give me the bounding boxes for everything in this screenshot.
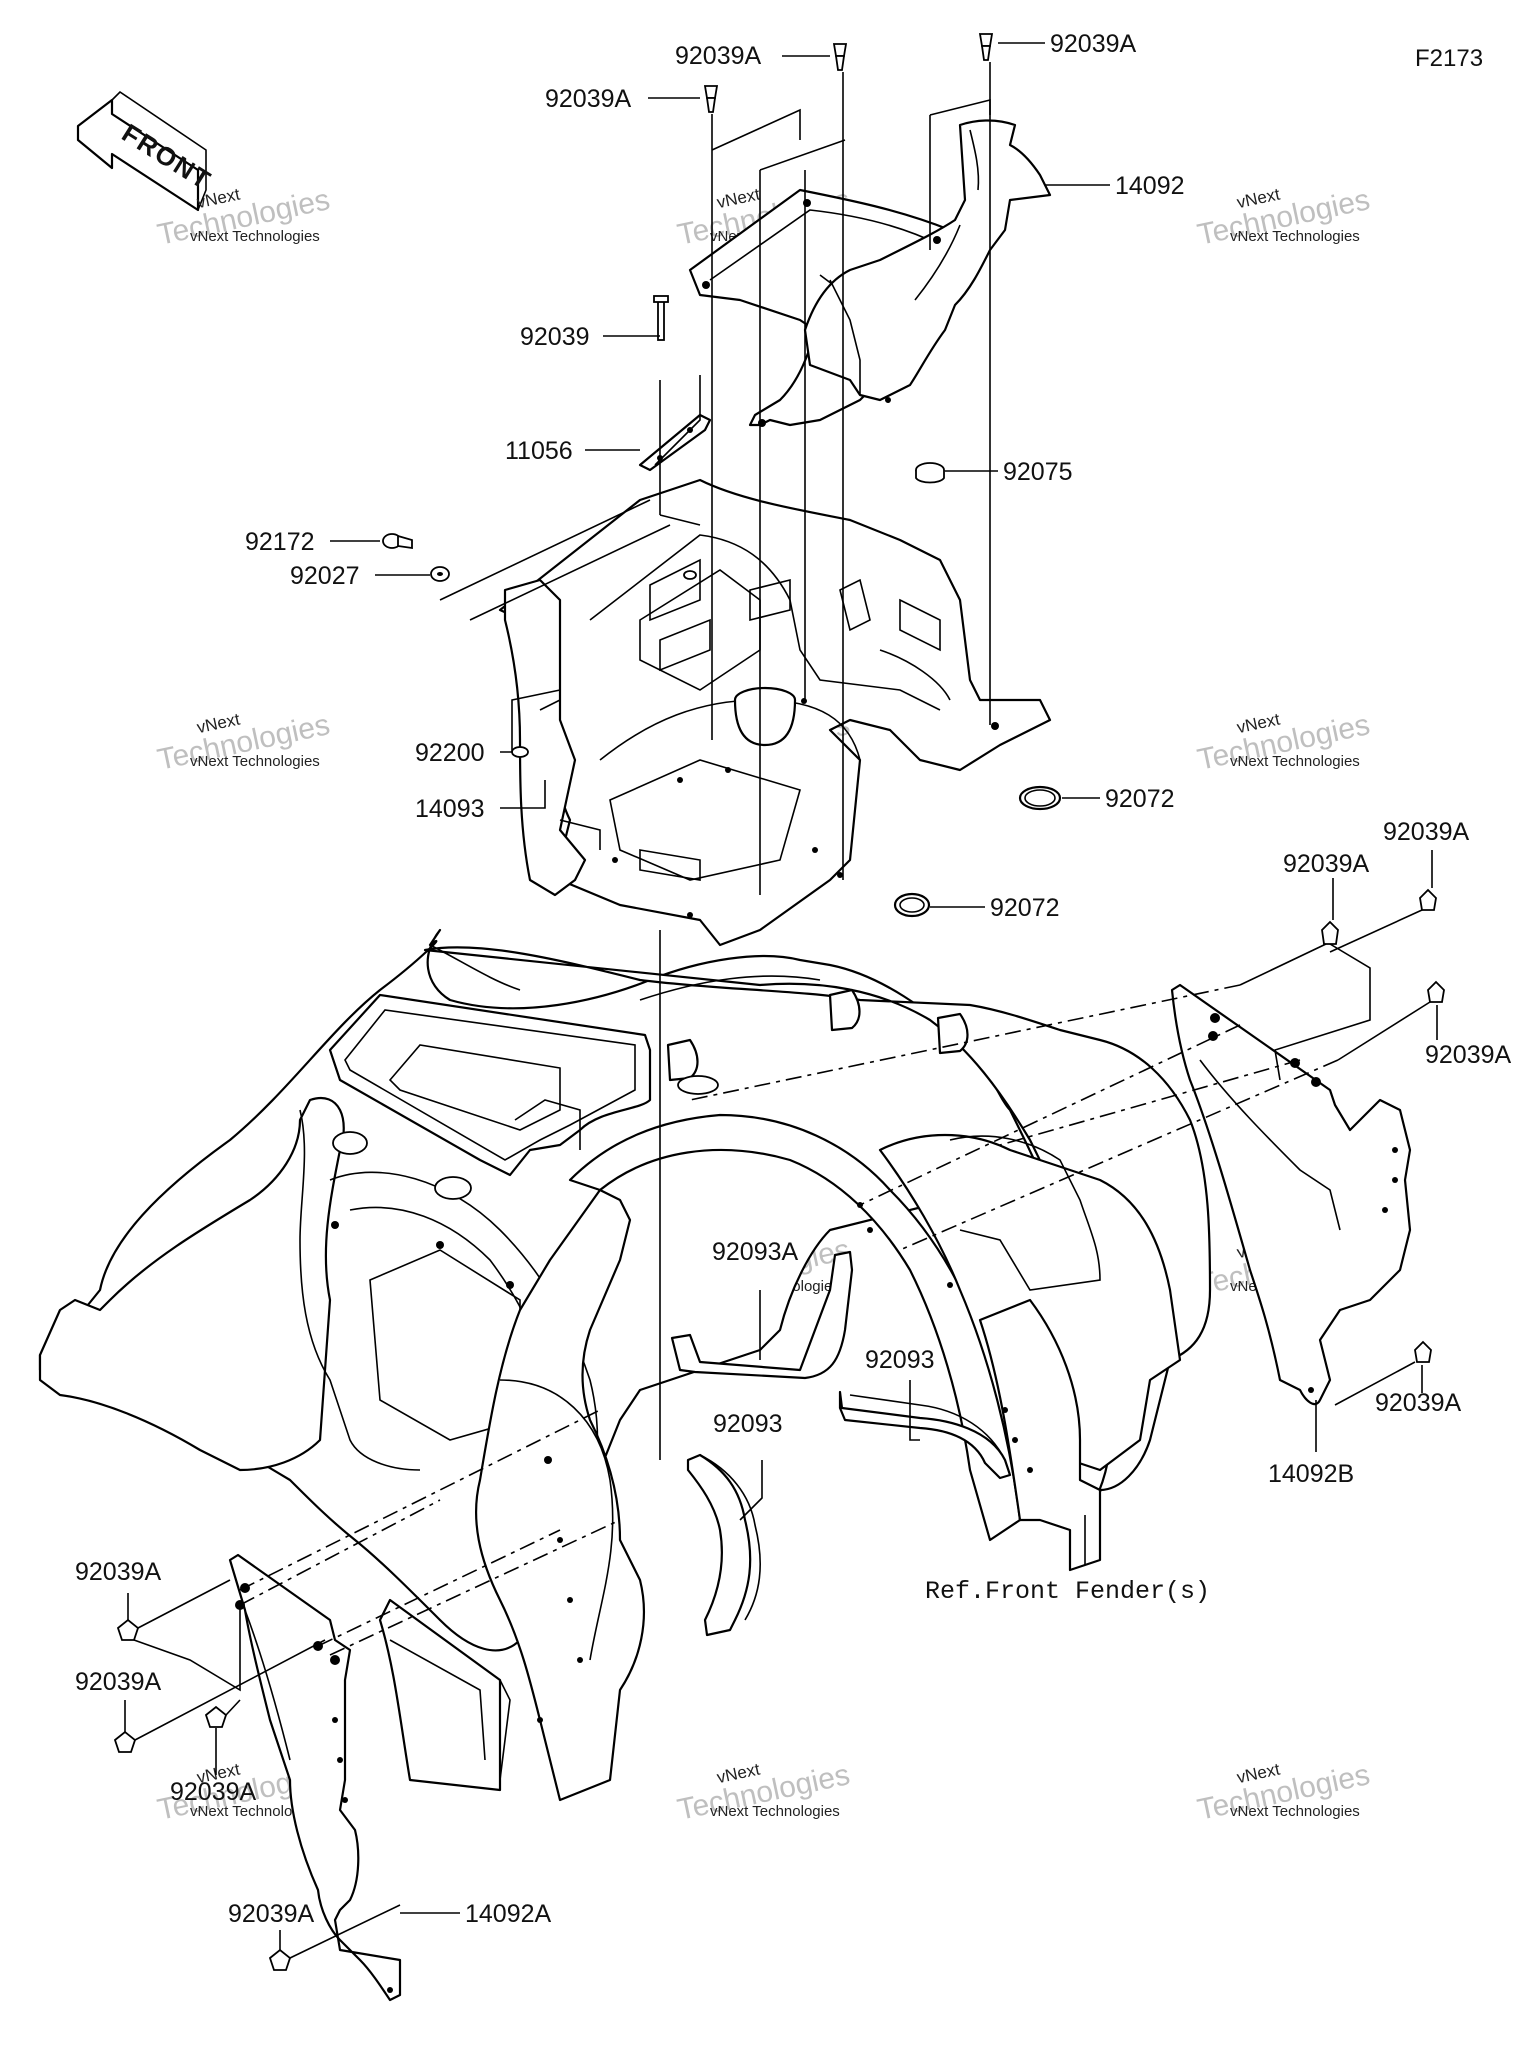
watermark-caption: vNext Technologies [1230, 1803, 1360, 1820]
watermark-caption: vNext Technologies [190, 1803, 320, 1820]
label-92039A-right-2: 92039A [1383, 818, 1470, 846]
label-92093-left: 92093 [713, 1410, 783, 1438]
label-14092: 14092 [1115, 172, 1185, 200]
front-arrow-icon: FRONT [76, 90, 217, 212]
diagram-code: F2173 [1415, 45, 1483, 72]
part-14093-inner-tray [498, 478, 1052, 947]
label-92039A-left-4: 92039A [228, 1900, 315, 1928]
screw-92039A-right-1 [1321, 920, 1339, 945]
label-92039A-top-center: 92039A [675, 42, 762, 70]
screw-92039A-top-right [978, 33, 994, 61]
part-14092-upper-bracket [688, 119, 1052, 427]
screw-92039A-left-1 [116, 1618, 140, 1641]
label-92039A-left-2: 92039A [75, 1668, 162, 1696]
label-92072-lower: 92072 [990, 894, 1060, 922]
part-11056-plate [638, 413, 712, 472]
screw-92039A-left-3 [204, 1705, 228, 1728]
part-92093-band-left [686, 1453, 761, 1637]
label-92039: 92039 [520, 323, 590, 351]
watermark-caption: vNext Technologies [1230, 753, 1360, 770]
screw-92039A-left-4 [268, 1948, 292, 1971]
dash-lines [239, 984, 1339, 1656]
label-92093A: 92093A [712, 1238, 799, 1266]
watermark-caption: vNext Technologies [190, 753, 320, 770]
label-92039A-right-3: 92039A [1425, 1041, 1512, 1069]
part-14092B-side-panel [1170, 983, 1412, 1406]
part-92200-washer [511, 746, 529, 758]
label-92039A-top-left: 92039A [545, 85, 632, 113]
label-92075: 92075 [1003, 458, 1073, 486]
label-92039A-right-1: 92039A [1283, 850, 1370, 878]
label-14092A: 14092A [465, 1900, 552, 1928]
label-ref-front-fender: Ref.Front Fender(s) [925, 1577, 1210, 1606]
part-92072-clamp-upper [1018, 785, 1062, 811]
watermark-caption: vNext Technologies [1230, 228, 1360, 245]
part-92027-washer [430, 566, 450, 582]
screw-92039A-right-4 [1414, 1340, 1432, 1363]
label-92039A-top-right: 92039A [1050, 30, 1137, 58]
part-labels: 92039A 92039A 92039A 14092 92039 11056 9… [75, 30, 1512, 1928]
part-92172-bolt [382, 533, 413, 550]
leader-lines [124, 42, 1438, 1959]
label-92172: 92172 [245, 528, 315, 556]
label-92039A-left-1: 92039A [75, 1558, 162, 1586]
label-92039A-right-4: 92039A [1375, 1389, 1462, 1417]
label-92027: 92027 [290, 562, 360, 590]
label-92200: 92200 [415, 739, 485, 767]
label-14093: 14093 [415, 795, 485, 823]
screw-92039A-right-2 [1419, 888, 1437, 911]
watermark-caption: vNext Technologies [710, 1803, 840, 1820]
screw-92039A-left-2 [113, 1730, 137, 1753]
label-14092B: 14092B [1268, 1460, 1354, 1488]
label-92093-right: 92093 [865, 1346, 935, 1374]
part-92039-pin [653, 295, 669, 341]
part-92072-clamp-lower [893, 892, 931, 918]
screw-92039A-top-center [832, 43, 848, 71]
part-92093-band-right [838, 1390, 1012, 1480]
rear-fender-body [38, 928, 1212, 1802]
part-92075-grommet [915, 462, 945, 484]
label-92072-upper: 92072 [1105, 785, 1175, 813]
watermark-caption: vNext Technologies [190, 228, 320, 245]
part-92093A-band [670, 1250, 854, 1380]
part-14092A-side-panel [228, 1553, 402, 2002]
screw-92039A-right-3 [1427, 980, 1445, 1003]
label-92039A-left-3: 92039A [170, 1778, 257, 1806]
label-11056: 11056 [505, 437, 573, 465]
screw-92039A-top-left [703, 85, 719, 113]
